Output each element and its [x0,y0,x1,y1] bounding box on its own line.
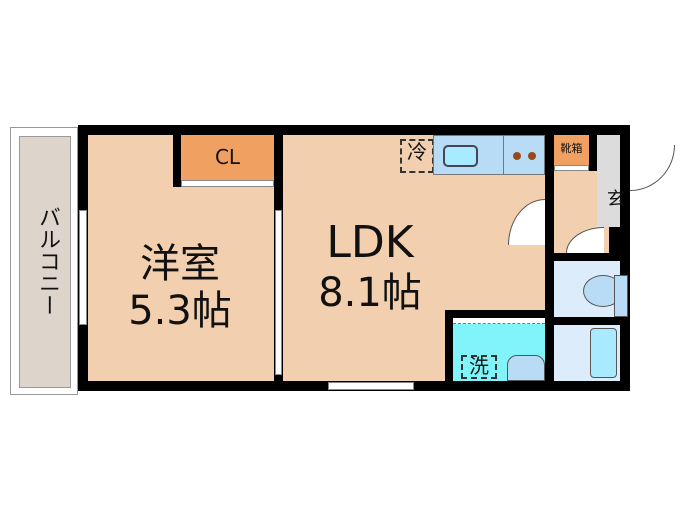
toilet-tank [614,275,628,317]
entrance [597,135,620,227]
shoe-box [554,135,589,165]
kitchen-counter [433,135,545,175]
balcony-label: バルコニー [35,206,60,316]
entrance-label: 玄 [607,189,625,210]
stove-burner [513,152,521,160]
entrance-door [630,145,675,191]
balcony: バルコニー [10,127,78,395]
closet [181,135,274,180]
bathtub [590,328,617,378]
western-room-name: 洋室 [140,241,220,287]
sink [443,145,478,167]
washer-space [461,355,497,379]
western-room-size: 5.3帖 [128,288,232,334]
fridge-label: 冷 [407,140,427,164]
closet-label: CL [214,145,241,169]
ldk-name: LDK [326,217,414,268]
washbasin [507,355,545,381]
stove-burner [528,152,536,160]
shoe-box-label: 靴箱 [560,142,583,155]
ldk-size: 8.1帖 [318,270,422,316]
floorplan: バルコニー CL 洋室 5.3帖 LDK 8.1帖 冷 洗 靴箱 [10,125,675,395]
washer-label: 洗 [469,354,489,378]
